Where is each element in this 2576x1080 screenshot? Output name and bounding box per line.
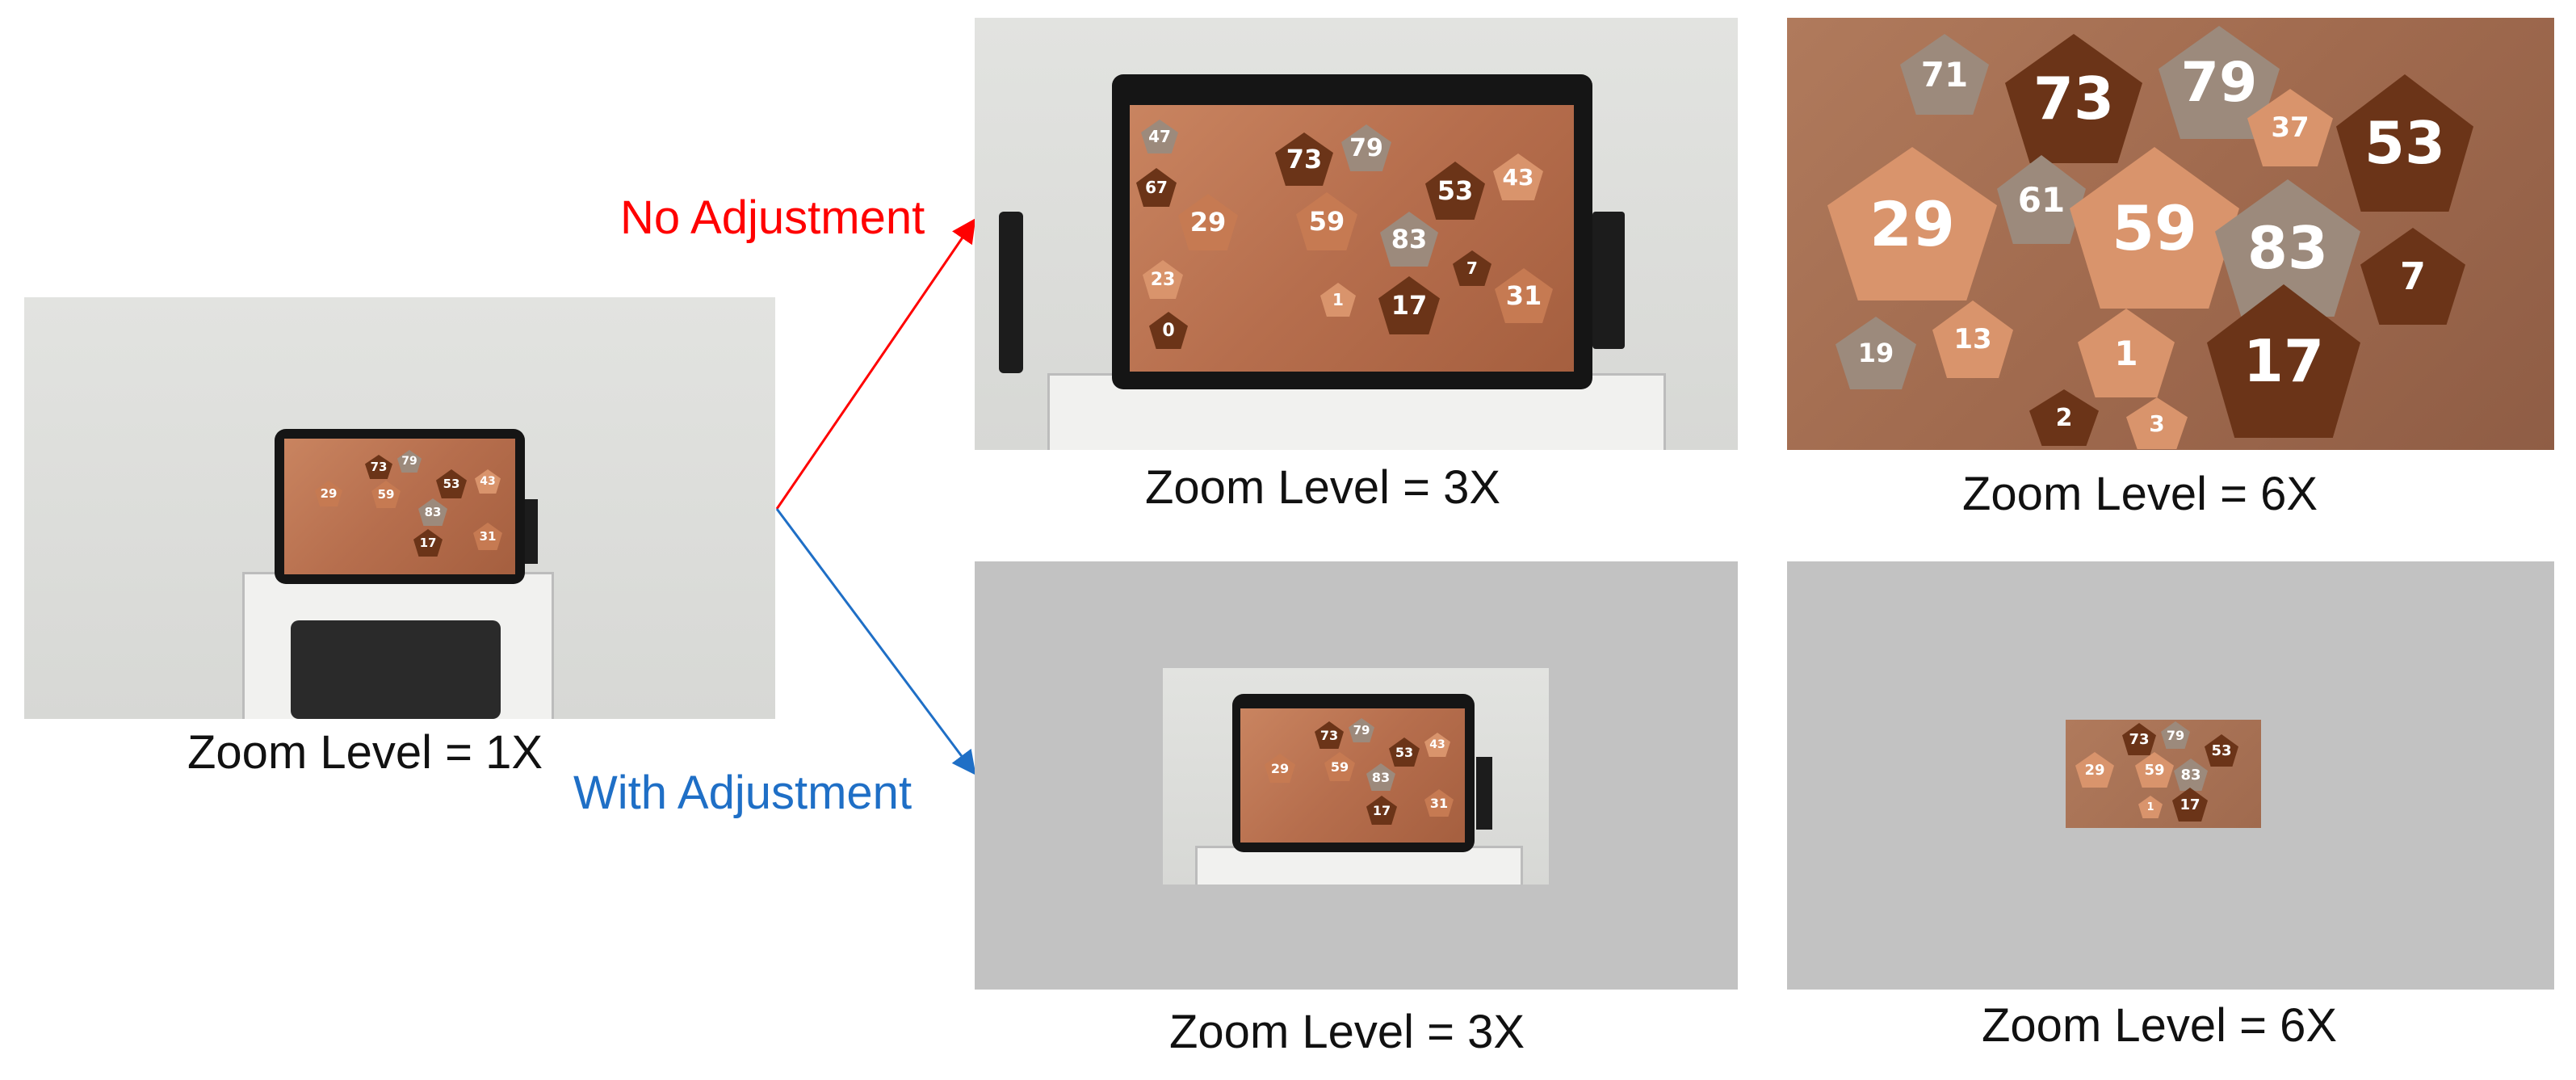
tile-59: 59 — [1324, 752, 1355, 781]
charging-cable — [525, 499, 538, 564]
tile-13: 13 — [1932, 300, 2013, 378]
photo-zoom-6x-no-adjustment: 71 73 79 37 53 29 61 59 83 7 19 13 1 17 … — [1787, 18, 2554, 450]
tile-31: 31 — [1495, 268, 1553, 323]
with-adjustment-label: With Adjustment — [573, 767, 913, 819]
box-contents — [291, 620, 501, 719]
tile-29: 29 — [315, 481, 342, 506]
tile-79: 79 — [1349, 718, 1374, 742]
no-adjustment-arrow — [775, 218, 976, 510]
tile-71: 71 — [1900, 34, 1989, 115]
photo-zoom-3x-with-adjustment: 73 79 29 59 53 43 83 17 31 — [1163, 668, 1549, 885]
tile-53: 53 — [1389, 738, 1420, 767]
tablet-screen: 73 79 29 59 53 43 83 17 31 — [1240, 708, 1465, 843]
tablet: 73 79 29 59 53 43 83 17 31 — [1232, 694, 1475, 852]
tile-43: 43 — [1493, 153, 1543, 200]
tile-1: 1 — [2078, 309, 2175, 397]
tile-7: 7 — [1453, 250, 1491, 286]
charging-cable — [1476, 757, 1492, 830]
tile-73: 73 — [365, 455, 392, 479]
tile-73: 73 — [1315, 721, 1344, 749]
tile-47: 47 — [1141, 120, 1178, 153]
tile-43: 43 — [475, 469, 501, 494]
tile-29: 29 — [1827, 147, 1997, 300]
tile-79: 79 — [397, 450, 422, 473]
caption-zoom-1x: Zoom Level = 1X — [187, 726, 543, 779]
tile-19: 19 — [1836, 317, 1916, 389]
tile-17: 17 — [1366, 796, 1397, 825]
tile-61: 61 — [1997, 155, 2086, 244]
tile-73: 73 — [1275, 132, 1333, 186]
tile-2: 2 — [2029, 389, 2099, 446]
tile-29: 29 — [1178, 194, 1238, 250]
tablet-screen: 47 67 73 79 29 59 53 43 83 17 31 23 0 1 … — [1130, 105, 1574, 372]
tile-83: 83 — [1380, 212, 1438, 267]
charging-cable — [1592, 212, 1625, 349]
tile-17: 17 — [2172, 788, 2208, 822]
caption-bottom-3x: Zoom Level = 3X — [1169, 1006, 1525, 1058]
tile-1: 1 — [2138, 796, 2163, 818]
tile-59: 59 — [371, 481, 401, 508]
tile-29: 29 — [2075, 752, 2114, 788]
tile-73: 73 — [2122, 723, 2156, 755]
gray-canvas-6x-with-adjustment: 73 79 53 29 59 83 17 1 — [1787, 561, 2554, 990]
tile-83: 83 — [1366, 763, 1395, 791]
tile-53: 53 — [2205, 734, 2238, 767]
tile-1: 1 — [1320, 283, 1356, 317]
tile-7: 7 — [2360, 228, 2465, 325]
tile-31: 31 — [1424, 789, 1454, 817]
storage-box — [1195, 846, 1523, 885]
caption-top-3x: Zoom Level = 3X — [1145, 461, 1501, 514]
tile-17: 17 — [413, 529, 443, 557]
with-adjustment-arrow — [775, 508, 976, 775]
gray-canvas-3x-with-adjustment: 73 79 29 59 53 43 83 17 31 — [975, 561, 1738, 990]
caption-bottom-6x: Zoom Level = 6X — [1982, 999, 2338, 1052]
photo-zoom-3x-no-adjustment: 47 67 73 79 29 59 53 43 83 17 31 23 0 1 … — [975, 18, 1738, 450]
tile-53: 53 — [1425, 162, 1485, 220]
tile-83: 83 — [2174, 759, 2208, 791]
tile-17: 17 — [2207, 284, 2360, 438]
tile-79: 79 — [1341, 124, 1391, 171]
photo-zoom-6x-with-adjustment: 73 79 53 29 59 83 17 1 — [2066, 720, 2261, 828]
tile-59: 59 — [1296, 192, 1357, 250]
tile-23: 23 — [1143, 260, 1183, 299]
tile-53: 53 — [436, 469, 467, 498]
tile-31: 31 — [473, 523, 502, 550]
caption-top-6x: Zoom Level = 6X — [1962, 468, 2318, 520]
tablet: 47 67 73 79 29 59 53 43 83 17 31 23 0 1 … — [1112, 74, 1592, 389]
tile-67: 67 — [1136, 168, 1177, 207]
tile-0: 0 — [1149, 312, 1188, 349]
tablet: 73 79 29 59 53 43 83 17 31 — [275, 429, 525, 584]
tile-59: 59 — [2135, 752, 2174, 788]
photo-zoom-1x: 73 79 29 59 53 43 83 17 31 — [24, 297, 775, 719]
tile-3: 3 — [2126, 397, 2188, 449]
tile-83: 83 — [418, 498, 447, 526]
tile-53: 53 — [2336, 74, 2473, 212]
stand-bar — [999, 212, 1023, 373]
tablet-screen: 73 79 29 59 53 43 83 17 31 — [284, 439, 515, 574]
tile-29: 29 — [1265, 754, 1295, 783]
tile-79: 79 — [2161, 721, 2190, 749]
tile-17: 17 — [1378, 276, 1440, 334]
tile-73: 73 — [2005, 34, 2142, 163]
no-adjustment-label: No Adjustment — [620, 191, 925, 244]
tile-43: 43 — [1424, 733, 1450, 757]
tile-59: 59 — [2070, 147, 2239, 309]
